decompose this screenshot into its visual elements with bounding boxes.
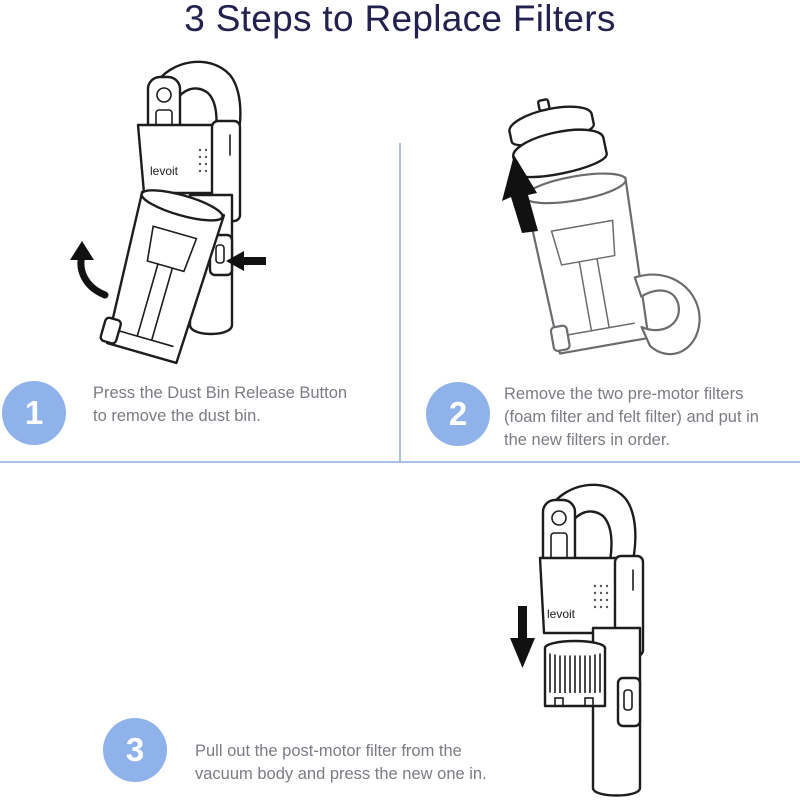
up-arrow-icon: [502, 155, 538, 233]
curved-arrow-icon: [70, 241, 109, 299]
step-1-illustration: levoit: [70, 60, 266, 365]
step-2-badge: 2: [426, 382, 490, 446]
step-3-line-1: Pull out the post-motor filter from the: [195, 742, 462, 760]
push-arrow-icon: [226, 251, 266, 271]
step-3-badge: 3: [103, 718, 167, 782]
step-2-line-1: Remove the two pre-motor filters: [504, 385, 744, 403]
brand-logo: levoit: [150, 164, 179, 178]
step-3-line-2: vacuum body and press the new one in.: [195, 765, 487, 783]
horizontal-divider: [0, 461, 800, 463]
step-1-text: Press the Dust Bin Release Button to rem…: [93, 382, 347, 428]
step-3-illustration: levoit: [510, 483, 645, 797]
step-2-line-3: the new filters in order.: [504, 431, 670, 449]
page-title: 3 Steps to Replace Filters: [184, 0, 616, 39]
vertical-divider: [399, 143, 401, 461]
step-3-text: Pull out the post-motor filter from the …: [195, 740, 487, 786]
step-2-text: Remove the two pre-motor filters (foam f…: [504, 383, 759, 452]
step-2-line-2: (foam filter and felt filter) and put in: [504, 408, 759, 426]
brand-logo-2: levoit: [547, 607, 576, 621]
step-2-illustration: [502, 98, 701, 356]
step-1-line-2: to remove the dust bin.: [93, 407, 261, 425]
down-arrow-icon: [510, 606, 535, 668]
step-1-badge: 1: [2, 381, 66, 445]
step-1-line-1: Press the Dust Bin Release Button: [93, 384, 348, 402]
